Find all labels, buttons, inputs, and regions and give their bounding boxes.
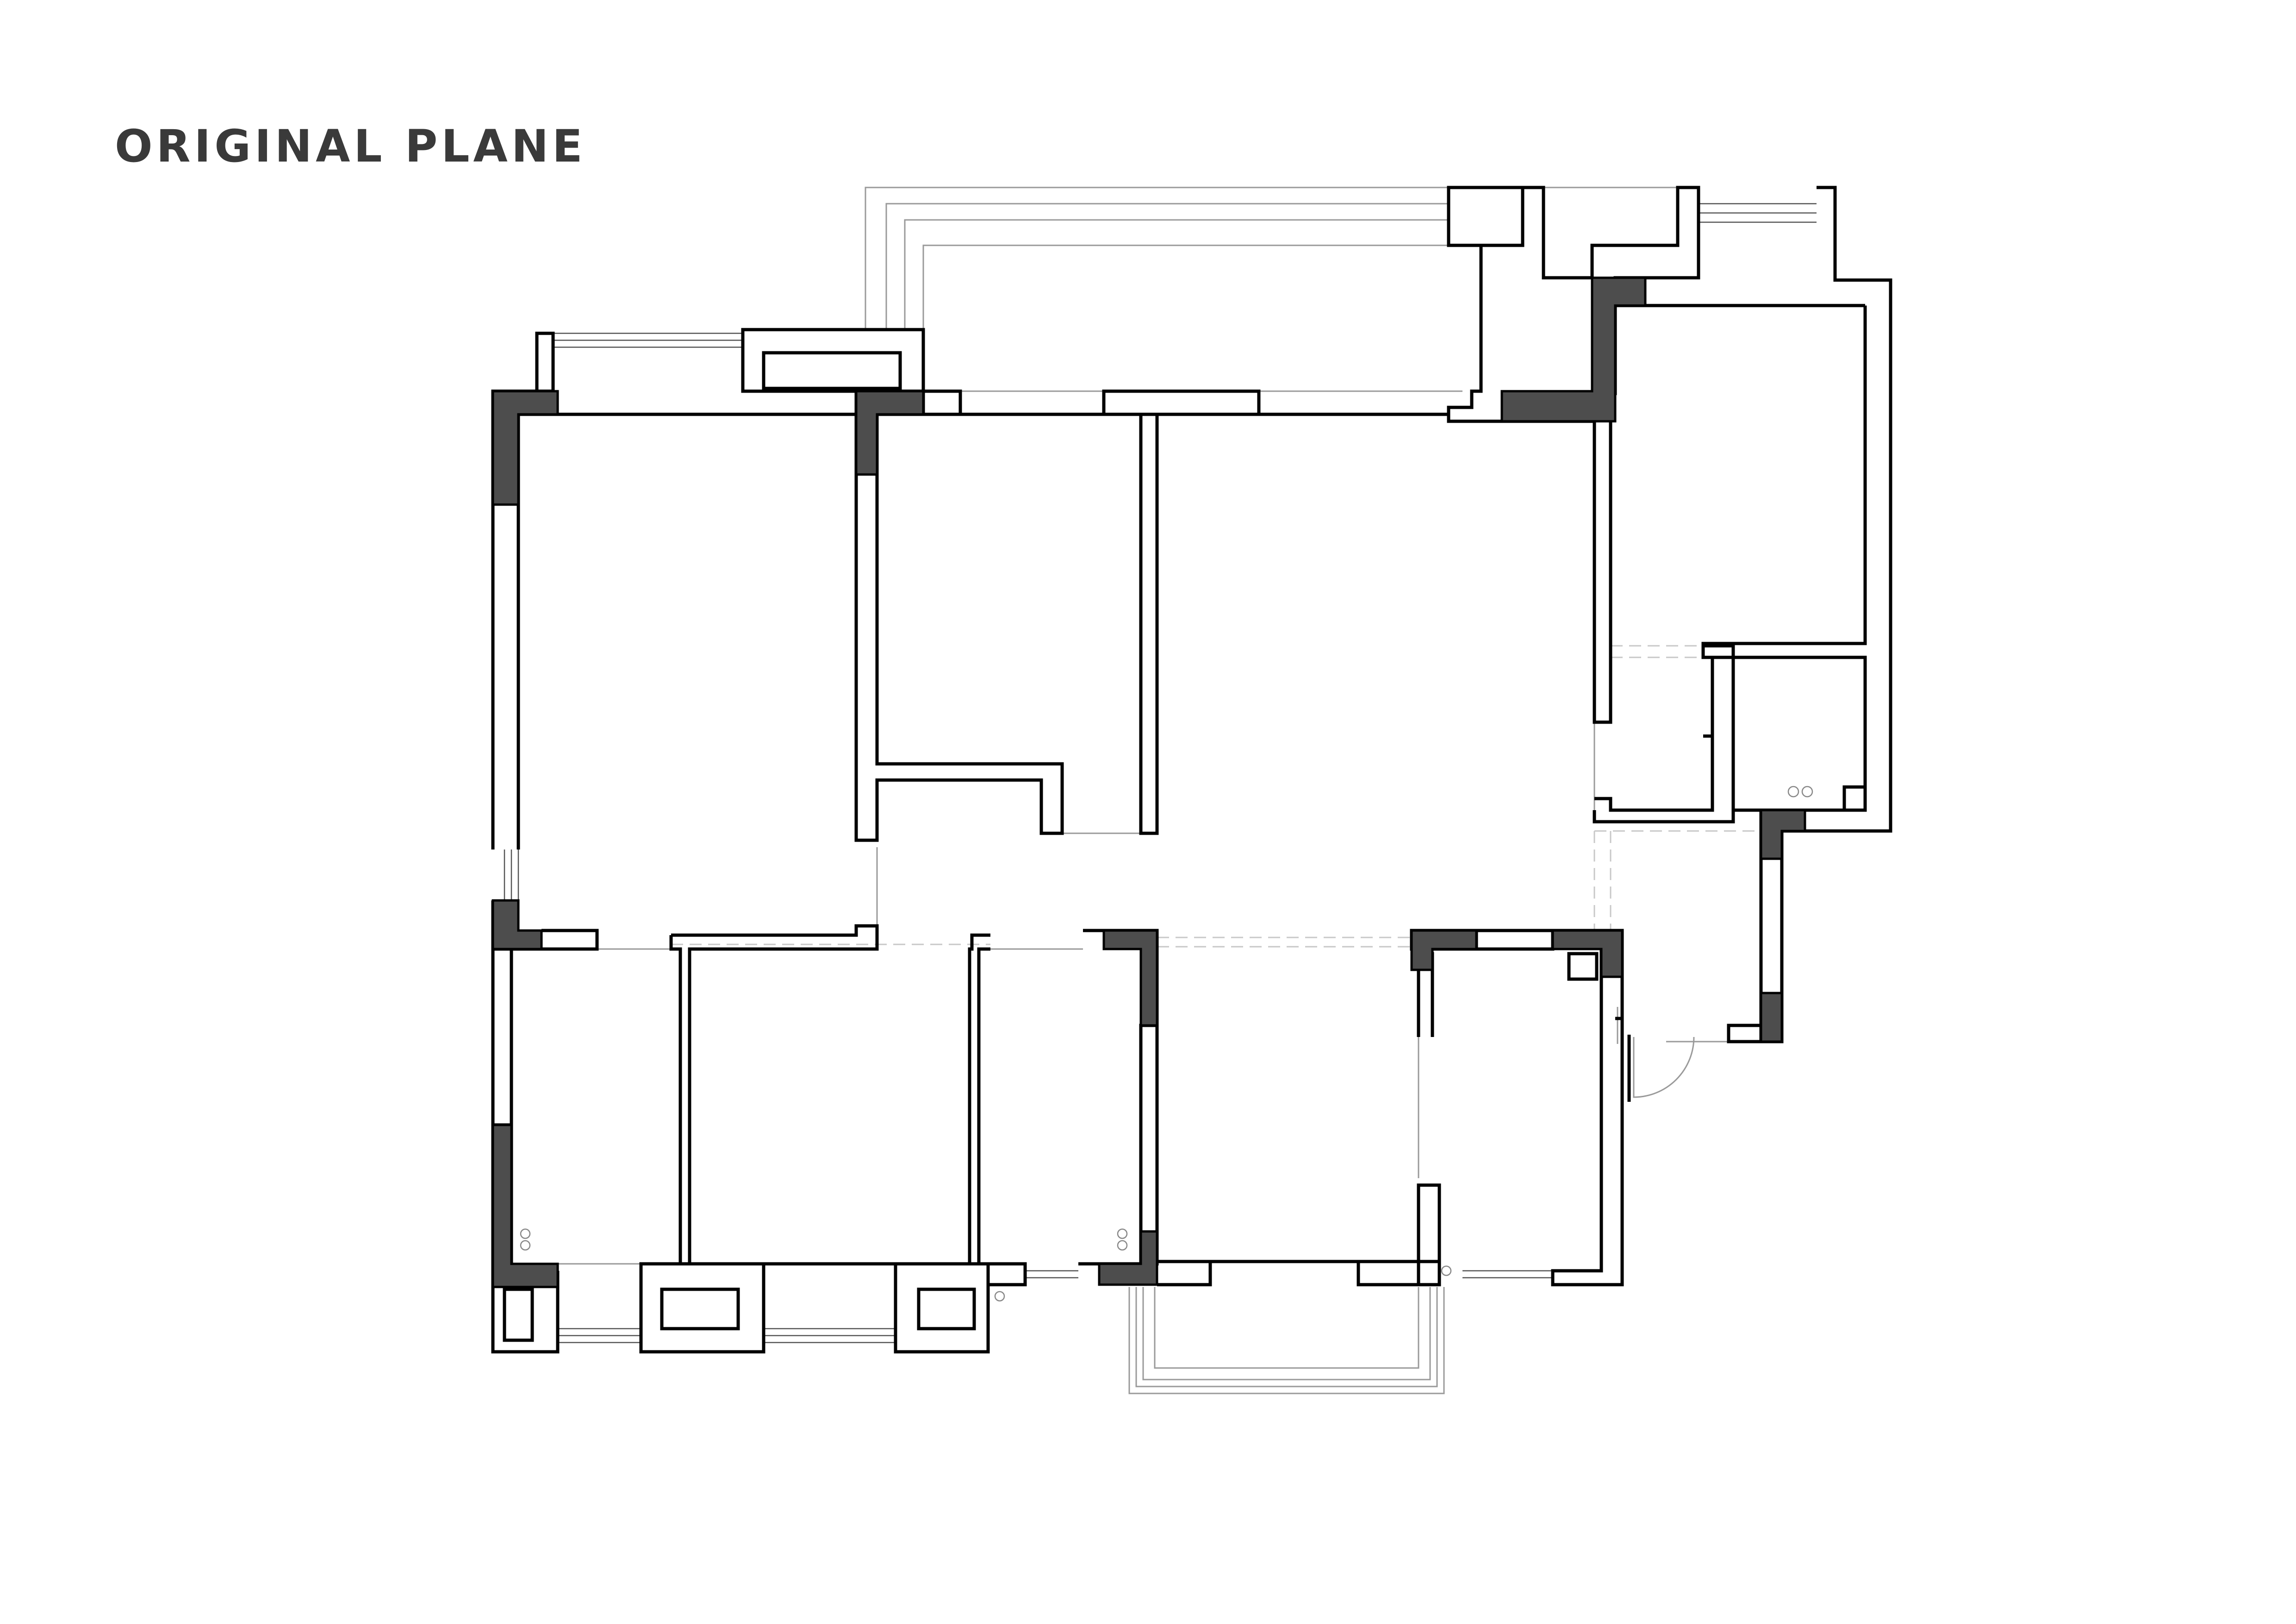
- structural-columns: [492, 276, 1806, 1288]
- plan-title: ORIGINAL PLANE: [115, 120, 586, 172]
- balcony-lines: [504, 187, 1817, 1394]
- dashed-lines: [671, 645, 1761, 948]
- walls: [491, 186, 1892, 1354]
- fixtures: [520, 786, 1813, 1302]
